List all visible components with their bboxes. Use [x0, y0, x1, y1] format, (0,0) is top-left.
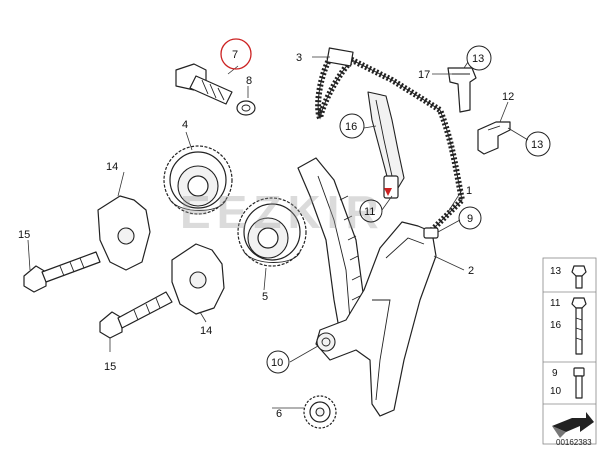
diagram-id: 00162383: [556, 438, 592, 447]
callout-11-circle: [359, 199, 383, 223]
callout-13a: 13: [472, 53, 484, 65]
legend-16: 16: [550, 320, 562, 331]
callout-2: 2: [468, 265, 474, 277]
callout-15a: 15: [18, 229, 30, 241]
legend-10: 10: [550, 386, 562, 397]
bracket-17: [447, 67, 477, 113]
callout-11: 11: [364, 206, 375, 218]
callout-7: 7: [232, 49, 238, 61]
legend-13: 13: [550, 266, 562, 277]
callout-3: 3: [296, 52, 302, 64]
bracket-12: [477, 121, 511, 155]
callout-9: 9: [467, 213, 473, 225]
sensor-plate-14-upper: [97, 195, 151, 271]
bolt-15-upper: [23, 251, 101, 293]
callout-16-circle: [339, 113, 365, 139]
callout-7-circle: [220, 38, 252, 70]
callout-14b: 14: [200, 325, 212, 337]
sprocket-4: [163, 145, 233, 215]
sprocket-5: [237, 197, 307, 267]
callout-1: 1: [466, 185, 472, 197]
callout-14a: 14: [106, 161, 118, 173]
callout-10: 10: [271, 357, 283, 369]
callout-8: 8: [246, 75, 252, 87]
callout-5: 5: [262, 291, 268, 303]
bolt-15-lower: [99, 291, 173, 339]
legend-panel: 13 11 16 9 10: [542, 257, 597, 445]
callout-16: 16: [345, 121, 357, 133]
sprocket-6: [303, 395, 337, 429]
pin-9: [423, 227, 439, 239]
leader-lines: [27, 56, 529, 409]
callout-15b: 15: [104, 361, 116, 373]
legend-9: 9: [552, 368, 558, 379]
callout-12: 12: [502, 91, 514, 103]
callout-17: 17: [418, 69, 430, 81]
watermark: EEZKIR: [180, 186, 385, 238]
bolt-7: [175, 63, 233, 105]
callout-13a-circle: [466, 45, 492, 71]
tensioner-rail-1: [297, 157, 365, 337]
callout-4: 4: [182, 119, 188, 131]
legend-11: 11: [550, 298, 561, 309]
callout-13b: 13: [531, 139, 543, 151]
callout-9-circle: [458, 206, 482, 230]
chain-guide: [367, 91, 405, 199]
callout-10-circle: [266, 350, 290, 374]
callout-6: 6: [276, 408, 282, 420]
timing-chain: [315, 47, 466, 235]
orientation-arrow-icon: [552, 412, 594, 432]
sensor-plate-14-lower: [171, 243, 225, 315]
highlight-marker: [384, 188, 392, 196]
washer-8: [236, 100, 256, 116]
callout-13b-circle: [525, 131, 551, 157]
